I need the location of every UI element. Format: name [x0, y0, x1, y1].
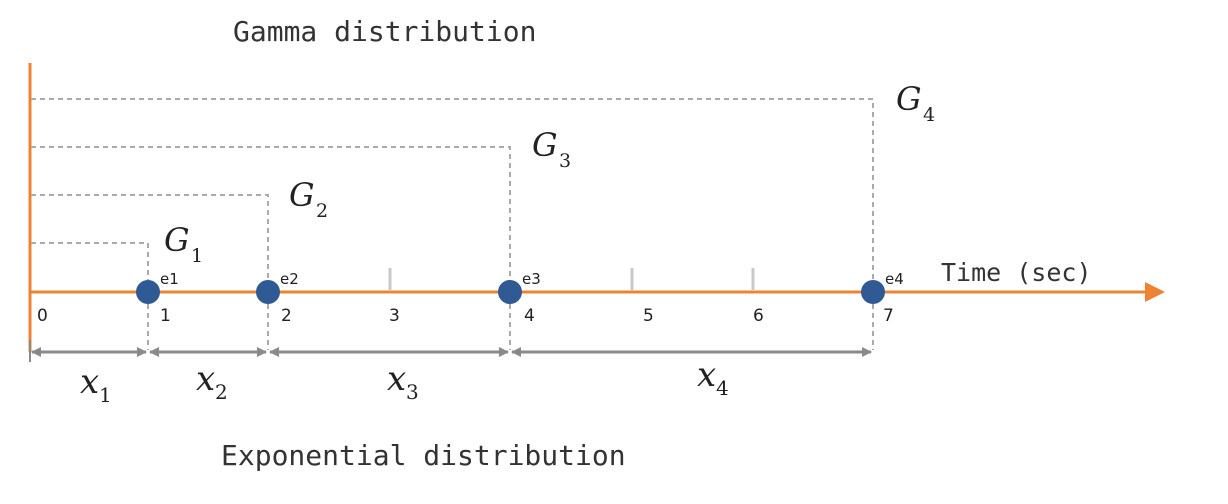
gamma-label-2-subscript: 2	[316, 200, 328, 222]
tick-label-5: 5	[643, 306, 654, 326]
gamma-label-3-subscript: 3	[559, 150, 571, 172]
minor-ticks	[388, 268, 755, 290]
interval-label-2: x	[196, 359, 215, 399]
interval-label-3-subscript: 3	[406, 380, 419, 404]
event-marker-e4	[861, 280, 885, 304]
tick-label-7: 7	[883, 306, 894, 326]
events: e1 e2 e3 e4	[136, 270, 904, 304]
event-marker-e3	[498, 280, 522, 304]
gamma-label-4-subscript: 4	[923, 104, 935, 126]
tick-label-0: 0	[37, 306, 48, 326]
gamma-label-1-subscript: 1	[191, 245, 203, 267]
event-label-e4: e4	[885, 270, 904, 288]
exponential-title: Exponential distribution	[221, 439, 626, 472]
gamma-bracket-3	[31, 146, 511, 284]
tick-labels: 0 1 2 3 4 5 6 7	[37, 306, 894, 326]
tick-label-3: 3	[389, 306, 400, 326]
gamma-label-4: G	[896, 80, 922, 118]
interval-label-4-subscript: 4	[716, 376, 729, 400]
gamma-brackets	[31, 98, 874, 350]
interval-label-4: x	[697, 355, 716, 395]
interval-label-3: x	[387, 359, 406, 399]
gamma-label-1: G	[164, 221, 190, 259]
event-marker-e1	[136, 280, 160, 304]
time-axis-arrowhead	[1145, 282, 1165, 302]
interval-label-1-subscript: 1	[99, 383, 112, 407]
event-marker-e2	[256, 280, 280, 304]
gamma-label-3: G	[532, 126, 558, 164]
gamma-label-2: G	[289, 176, 315, 214]
tick-label-2: 2	[281, 306, 292, 326]
gamma-bracket-4	[31, 98, 874, 284]
tick-label-6: 6	[753, 306, 764, 326]
time-axis-label: Time (sec)	[941, 258, 1092, 287]
event-label-e2: e2	[280, 270, 299, 288]
interval-label-1: x	[80, 362, 99, 402]
interval-label-2-subscript: 2	[215, 380, 228, 404]
event-label-e3: e3	[522, 270, 541, 288]
gamma-bracket-1	[31, 242, 149, 284]
tick-label-1: 1	[160, 306, 171, 326]
gamma-bracket-2	[31, 194, 269, 284]
tick-label-4: 4	[524, 306, 535, 326]
event-label-e1: e1	[160, 270, 179, 288]
gamma-title: Gamma distribution	[233, 15, 536, 48]
